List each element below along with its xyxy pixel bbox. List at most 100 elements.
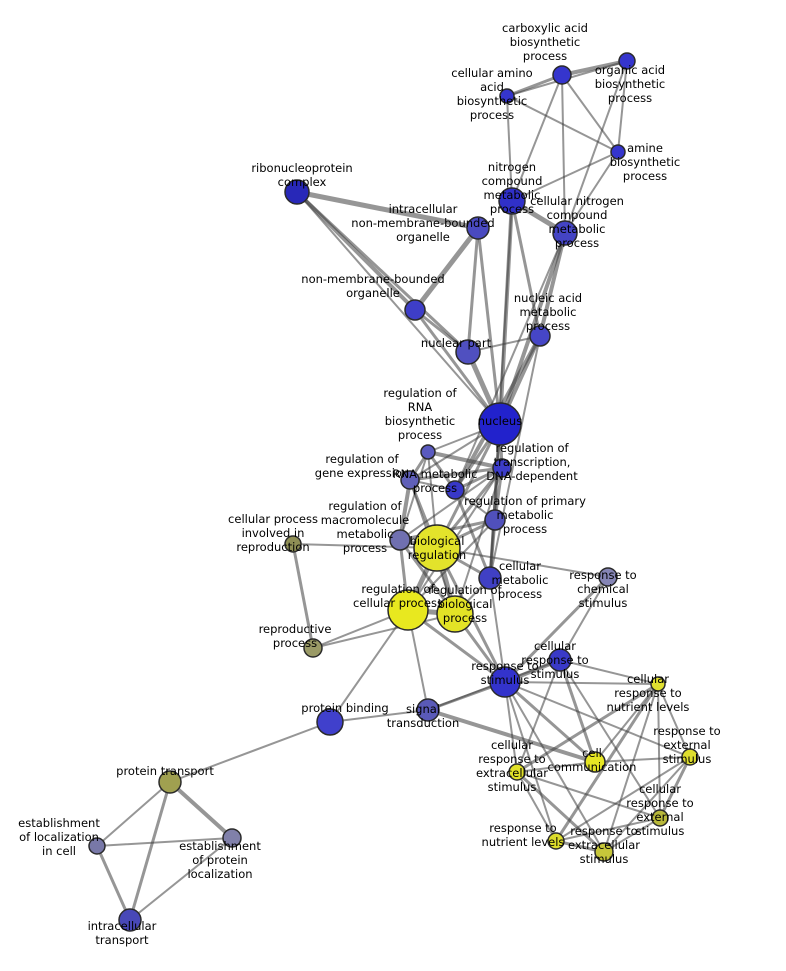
node-epl[interactable]: establishment of protein localization — [222, 828, 242, 848]
edge-crn-crext — [657, 683, 661, 819]
node-nu[interactable]: nucleus — [478, 402, 522, 446]
edge-nc-na — [510, 199, 542, 338]
node-rext[interactable]: response to external stimulus — [681, 748, 699, 766]
node-rchem[interactable]: response to chemical stimulus — [598, 567, 618, 587]
node-cpr[interactable]: cellular process involved in reproductio… — [284, 535, 302, 553]
node-it[interactable]: intracellular transport — [118, 908, 142, 932]
node-crext[interactable]: cellular response to external stimulus — [651, 809, 669, 827]
edge-elc-it — [95, 844, 132, 922]
node-pt[interactable]: protein transport — [158, 770, 182, 794]
edge-cpr-rep — [291, 542, 315, 650]
edge-rext-res — [603, 756, 691, 853]
edge-rp-np — [295, 190, 470, 354]
edge-pt-elc — [96, 781, 171, 847]
edge-br-cpr — [292, 543, 438, 549]
node-crs[interactable]: cellular response to stimulus — [548, 648, 572, 672]
edge-rbp-rep — [312, 613, 456, 649]
edge-rp-nu — [296, 191, 501, 425]
edge-ca-am — [561, 74, 619, 153]
node-rmm[interactable]: regulation of macromolecule metabolic pr… — [389, 529, 411, 551]
node-cc[interactable]: cell communication — [584, 751, 606, 773]
node-rbp[interactable]: regulation of biological process — [436, 595, 474, 633]
node-cres[interactable]: cellular response to extracellular stimu… — [508, 763, 526, 781]
node-pb[interactable]: protein binding — [316, 708, 344, 736]
edge-rext-crext — [658, 755, 692, 820]
node-rp[interactable]: ribonucleoprotein complex — [284, 179, 310, 205]
node-res[interactable]: response to extracellular stimulus — [594, 842, 614, 862]
node-na[interactable]: nucleic acid metabolic process — [529, 325, 551, 347]
edge-oa-am — [617, 60, 628, 153]
edge-cres-rnl — [516, 771, 557, 842]
node-no[interactable]: non-membrane-bounded organelle — [404, 299, 426, 321]
node-oa[interactable]: organic acid biosynthetic process — [618, 52, 636, 70]
node-rs[interactable]: response to stimulus — [489, 666, 521, 698]
node-rt[interactable]: regulation of transcription, DNA-depende… — [492, 458, 512, 478]
edge-layer — [95, 59, 692, 922]
node-rrb[interactable]: regulation of RNA biosynthetic process — [420, 444, 436, 460]
edge-cc-cres — [516, 761, 596, 773]
edge-rnl-crext — [555, 817, 661, 842]
edge-rs-crn — [504, 681, 659, 685]
node-rnl[interactable]: response to nutrient levels — [547, 832, 565, 850]
node-label-np: nuclear part — [421, 336, 492, 350]
edge-io-np — [466, 226, 480, 354]
node-rge[interactable]: regulation of gene expression — [400, 470, 420, 490]
edge-rp-io — [294, 189, 481, 231]
node-crn[interactable]: cellular response to nutrient levels — [650, 676, 666, 692]
edge-rs-cc — [503, 680, 597, 764]
node-rna[interactable]: RNA metabolic process — [445, 480, 465, 500]
edge-crn-cc — [594, 683, 659, 763]
node-nc[interactable]: nitrogen compound metabolic process — [498, 187, 526, 215]
node-rpm[interactable]: regulation of primary metabolic process — [484, 509, 506, 531]
edge-aa-nc — [506, 95, 513, 202]
edge-na-cm — [489, 335, 541, 579]
edge-crs-cres — [516, 659, 561, 773]
node-elc[interactable]: establishment of localization in cell — [88, 837, 106, 855]
node-ca[interactable]: carboxylic acid biosynthetic process — [552, 65, 572, 85]
node-br[interactable]: biological regulation — [413, 524, 461, 572]
edge-cnc-rna — [454, 232, 566, 491]
edge-crn-cres — [515, 682, 660, 774]
node-cm[interactable]: cellular metabolic process — [478, 566, 502, 590]
node-st[interactable]: signal transduction — [416, 698, 440, 722]
node-io[interactable]: intracellular non-membrane-bounded organ… — [466, 216, 490, 240]
edge-st-pb — [329, 709, 429, 723]
node-cnc[interactable]: cellular nitrogen compound metabolic pro… — [552, 220, 578, 246]
node-rcp[interactable]: regulation of cellular process — [387, 589, 429, 631]
edge-rchem-crs — [559, 576, 609, 661]
node-am[interactable]: amine biosynthetic process — [610, 144, 626, 160]
node-np[interactable]: nuclear part — [455, 339, 481, 365]
edge-ca-cnc — [561, 74, 566, 234]
node-label-nu: nucleus — [478, 414, 522, 428]
edge-rt-rge — [408, 466, 504, 482]
edge-cres-crext — [516, 771, 661, 819]
node-rep[interactable]: reproductive process — [303, 638, 323, 658]
edge-rt-rmm — [399, 467, 503, 541]
node-aa[interactable]: cellular amino acid biosynthetic process — [499, 88, 515, 104]
